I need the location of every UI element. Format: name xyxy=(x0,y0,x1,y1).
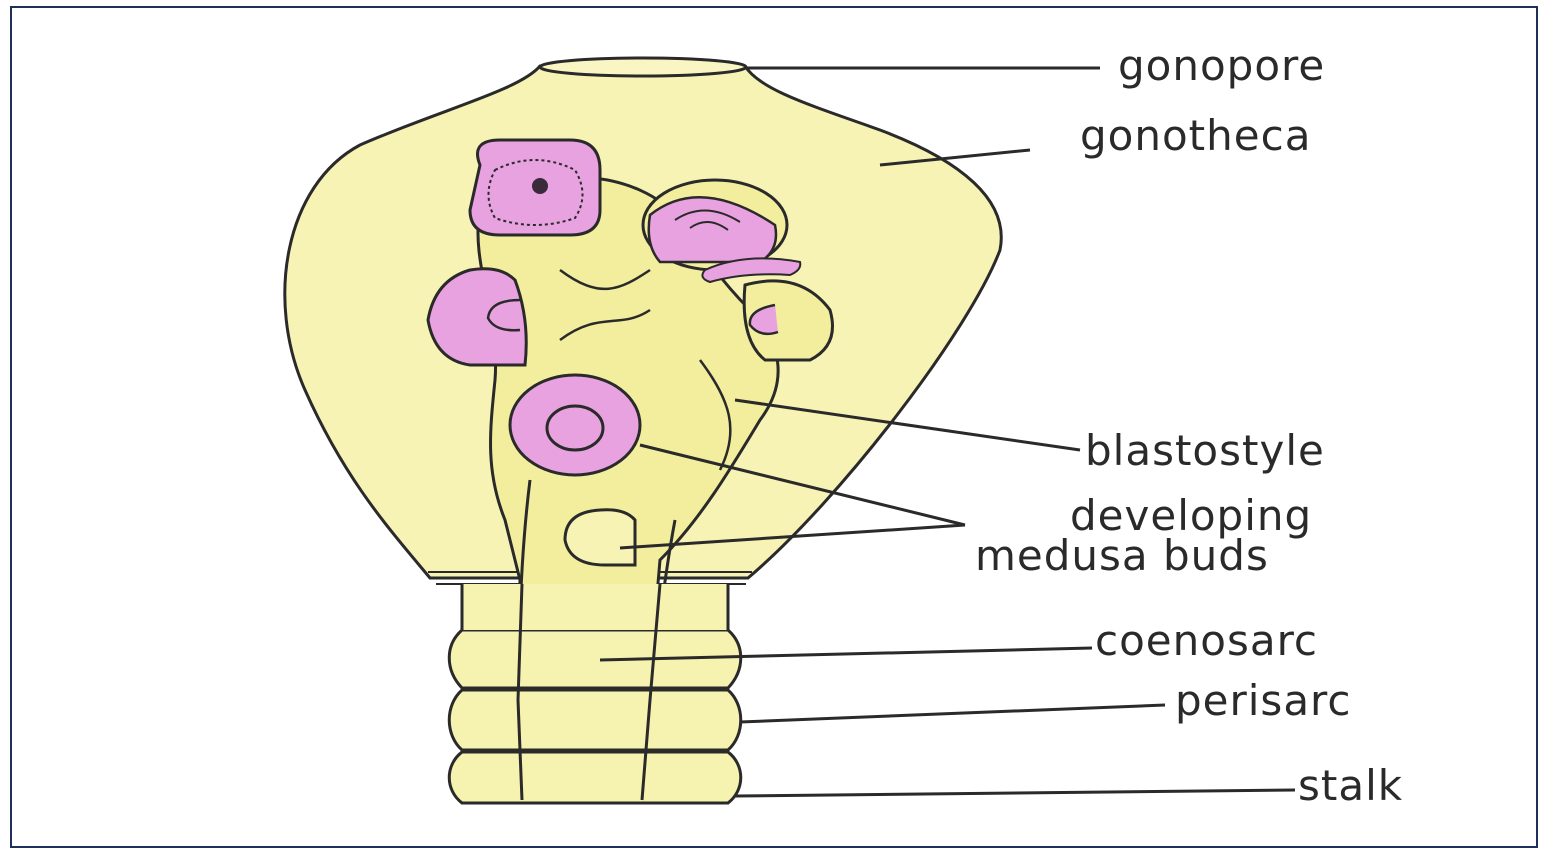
leader-stalk xyxy=(735,790,1295,796)
gonopore-rim xyxy=(540,58,746,76)
label-blastostyle: blastostyle xyxy=(1085,426,1325,475)
label-coenosarc: coenosarc xyxy=(1095,616,1318,665)
medusa-bud-center xyxy=(510,375,640,475)
perisarc-ring-3 xyxy=(449,752,741,803)
medusa-bud-top-left xyxy=(470,140,600,235)
stalk-neck xyxy=(462,584,728,630)
label-developing-line2: medusa buds xyxy=(975,531,1269,580)
medusa-bud-top-right xyxy=(643,180,787,270)
perisarc-ring-2 xyxy=(449,690,741,750)
label-gonotheca: gonotheca xyxy=(1080,111,1311,160)
label-stalk: stalk xyxy=(1298,761,1403,810)
medusa-bud-small xyxy=(565,510,635,565)
label-gonopore: gonopore xyxy=(1118,41,1325,90)
label-perisarc: perisarc xyxy=(1175,676,1352,725)
leader-perisarc xyxy=(740,705,1165,722)
